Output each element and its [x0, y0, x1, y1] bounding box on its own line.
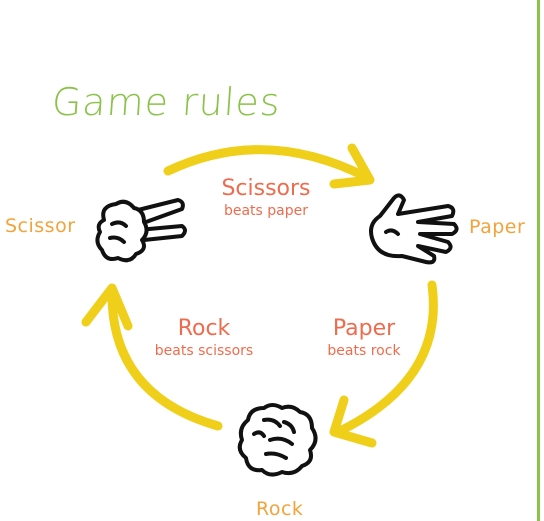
rule-paper-beats-rock: Paper beats rock	[304, 316, 424, 360]
rule-rock-beats-scissors: Rock beats scissors	[134, 316, 274, 360]
rock-fist-icon	[237, 403, 318, 477]
arrow-head-scissor	[81, 283, 133, 331]
arrow-head-paper	[329, 143, 375, 189]
rule-rock-title: Rock	[177, 316, 231, 341]
right-border-line	[537, 0, 540, 521]
node-label-paper: Paper	[469, 216, 526, 238]
rule-scissors-beats-paper: Scissors beats paper	[206, 176, 326, 220]
arrow-paper-to-rock	[333, 280, 438, 437]
rule-scissors-subtitle: beats paper	[223, 203, 309, 219]
rule-scissors-title: Scissors	[221, 176, 311, 201]
rule-paper-title: Paper	[332, 316, 396, 341]
node-label-scissor: Scissor	[5, 215, 76, 237]
arrow-rock-to-scissor	[107, 285, 223, 431]
scissors-hand-icon	[95, 198, 187, 263]
rule-paper-subtitle: beats rock	[327, 343, 401, 359]
arrow-head-rock	[329, 395, 377, 448]
paper-hand-icon	[369, 193, 459, 265]
rule-rock-subtitle: beats scissors	[154, 343, 254, 359]
arrow-scissor-to-paper	[163, 145, 373, 183]
node-label-rock: Rock	[256, 498, 304, 520]
